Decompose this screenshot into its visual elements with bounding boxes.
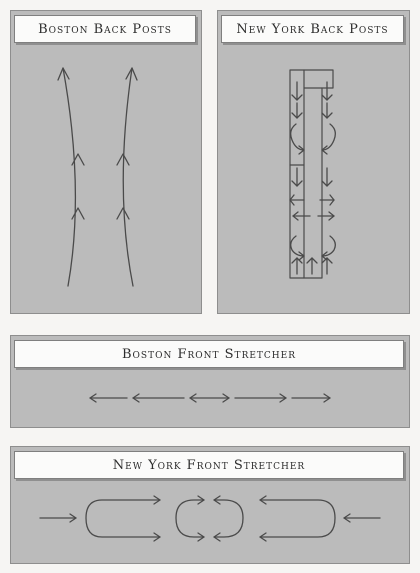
- new-york-front-stretcher-arrows: [39, 495, 381, 542]
- boston-front-stretcher-title: Boston Front Stretcher: [14, 340, 404, 368]
- arrow-up-icon: [321, 257, 333, 264]
- arrow-right-icon: [328, 211, 335, 221]
- arrow-left-icon: [321, 251, 328, 261]
- arrow-left-icon: [259, 532, 267, 542]
- arrow-left-icon: [213, 495, 221, 505]
- arrow-left-icon: [213, 532, 221, 542]
- arrow-left-icon: [343, 513, 351, 523]
- arrow-up-icon: [116, 153, 130, 166]
- boston-back-posts-title: Boston Back Posts: [14, 15, 196, 43]
- arrow-right-icon: [222, 393, 230, 403]
- arrow-up-icon: [71, 207, 85, 220]
- arrow-right-icon: [197, 495, 205, 505]
- arrow-left-icon: [292, 211, 299, 221]
- arrow-down-icon: [291, 94, 303, 101]
- arrow-left-icon: [89, 393, 97, 403]
- arrow-down-icon: [291, 180, 303, 187]
- boston-right-post: [116, 67, 138, 287]
- new-york-front-stretcher-title: New York Front Stretcher: [14, 451, 404, 479]
- new-york-post-arrows: [289, 81, 336, 275]
- boston-front-stretcher-arrows: [89, 393, 331, 403]
- arrow-up-icon: [125, 67, 138, 81]
- arrow-right-icon: [197, 532, 205, 542]
- arrow-right-icon: [298, 145, 305, 155]
- arrow-down-icon: [321, 94, 333, 101]
- arrow-down-icon: [321, 112, 333, 119]
- arrow-right-icon: [153, 495, 161, 505]
- boston-back-posts-panel: [10, 10, 202, 314]
- arrow-right-icon: [298, 251, 305, 261]
- arrow-up-icon: [306, 257, 318, 264]
- arrow-up-icon: [71, 153, 85, 166]
- new-york-back-posts-panel: [217, 10, 410, 314]
- new-york-post-outline: [289, 69, 334, 279]
- arrow-up-icon: [291, 257, 303, 264]
- arrow-left-icon: [259, 495, 267, 505]
- arrow-up-icon: [116, 207, 130, 220]
- arrow-up-icon: [57, 67, 70, 81]
- boston-left-post: [57, 67, 85, 287]
- arrow-right-icon: [323, 393, 331, 403]
- arrow-right-icon: [153, 532, 161, 542]
- arrow-down-icon: [321, 180, 333, 187]
- arrow-right-icon: [69, 513, 77, 523]
- arrow-down-icon: [291, 112, 303, 119]
- arrow-right-icon: [279, 393, 287, 403]
- arrow-left-icon: [132, 393, 140, 403]
- arrow-left-icon: [189, 393, 197, 403]
- new-york-back-posts-title: New York Back Posts: [221, 15, 404, 43]
- arrow-left-icon: [321, 145, 328, 155]
